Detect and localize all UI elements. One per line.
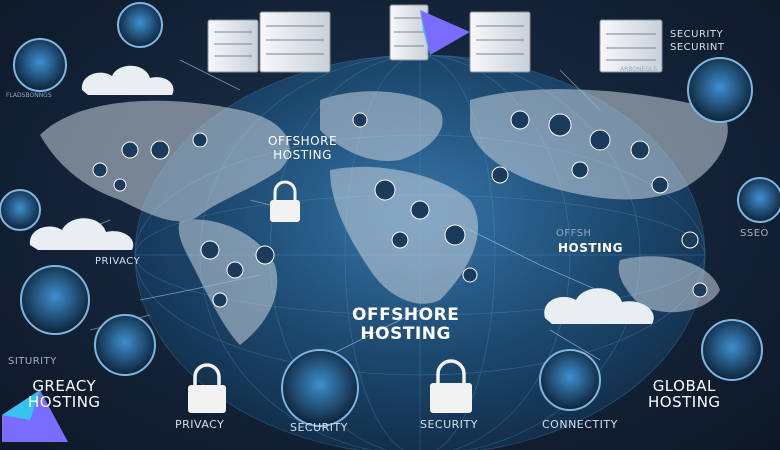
label-hosting-right: HOSTING [558, 241, 623, 255]
label-security-bottom-2: SECURITY [420, 418, 478, 431]
label-privacy-left: PRIVACY [95, 256, 141, 267]
network-lines [59, 59, 621, 361]
label-securty-left: SITURITY [8, 356, 57, 367]
gem-logos [2, 10, 470, 442]
server-racks [207, 4, 663, 73]
padlocks [188, 180, 472, 413]
label-connectity: CONNECTITY [542, 418, 618, 431]
user-nodes [92, 110, 708, 308]
label-privacy-bottom: PRIVACY [175, 418, 225, 431]
label-sso-right: SSEO [740, 228, 769, 239]
tiny-caption: FLADSBONNGS [6, 92, 52, 99]
tiny-caption-2: ARBONEGLS [620, 66, 658, 73]
label-hosting-faint: OFFSH [556, 228, 592, 239]
icon-orbs [0, 2, 780, 427]
clouds [29, 65, 654, 324]
label-security-bottom-1: SECURITY [290, 421, 348, 434]
